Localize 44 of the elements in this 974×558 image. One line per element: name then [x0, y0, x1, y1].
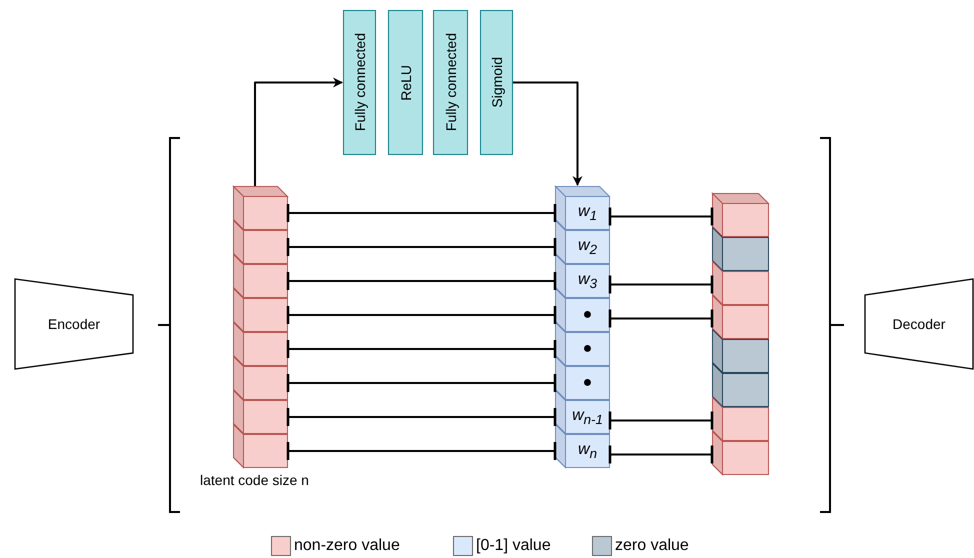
output-cell	[712, 431, 769, 475]
latent-vector-stack	[233, 186, 288, 468]
latent-cell	[233, 322, 288, 366]
bar-ended-line	[286, 440, 556, 462]
bar-ended-line	[608, 410, 714, 431]
bar-ended-line	[286, 372, 556, 394]
latent-cell	[233, 288, 288, 332]
layer-box: Fully connected	[343, 10, 376, 155]
latent-cell	[233, 220, 288, 264]
latent-cell	[233, 254, 288, 298]
bar-ended-line	[286, 236, 556, 258]
latent-cell	[233, 390, 288, 434]
output-cell	[712, 295, 769, 339]
weight-vector-stack	[555, 186, 610, 468]
arrow	[254, 78, 343, 186]
bar-ended-line	[286, 202, 556, 224]
bar-ended-line	[608, 308, 714, 329]
bar-ended-line	[286, 304, 556, 326]
layer-box: Fully connected	[433, 10, 468, 155]
bar-ended-line	[608, 444, 714, 465]
bar-ended-line	[286, 270, 556, 292]
output-cell	[712, 397, 769, 441]
output-vector-stack	[712, 193, 769, 475]
output-cell	[712, 261, 769, 305]
bar-ended-line	[286, 406, 556, 428]
output-cell	[712, 363, 769, 407]
bar-ended-line	[608, 206, 714, 227]
legend-label: non-zero value	[294, 537, 400, 555]
arrow	[513, 82, 582, 186]
layer-box: ReLU	[388, 10, 423, 155]
legend-label: zero value	[615, 537, 689, 555]
output-cell	[712, 227, 769, 271]
legend-label: [0-1] value	[476, 537, 551, 555]
output-cell	[712, 193, 769, 237]
encoder-trapezoid: Encoder	[14, 278, 134, 370]
latent-cell	[233, 186, 288, 230]
layer-box: Sigmoid	[480, 10, 513, 155]
stack-caption: latent code size n	[200, 472, 309, 488]
latent-cell	[233, 424, 288, 468]
output-cell	[712, 329, 769, 373]
bar-ended-line	[608, 274, 714, 295]
bar-ended-line	[286, 338, 556, 360]
latent-cell	[233, 356, 288, 400]
decoder-trapezoid: Decoder	[864, 278, 974, 370]
